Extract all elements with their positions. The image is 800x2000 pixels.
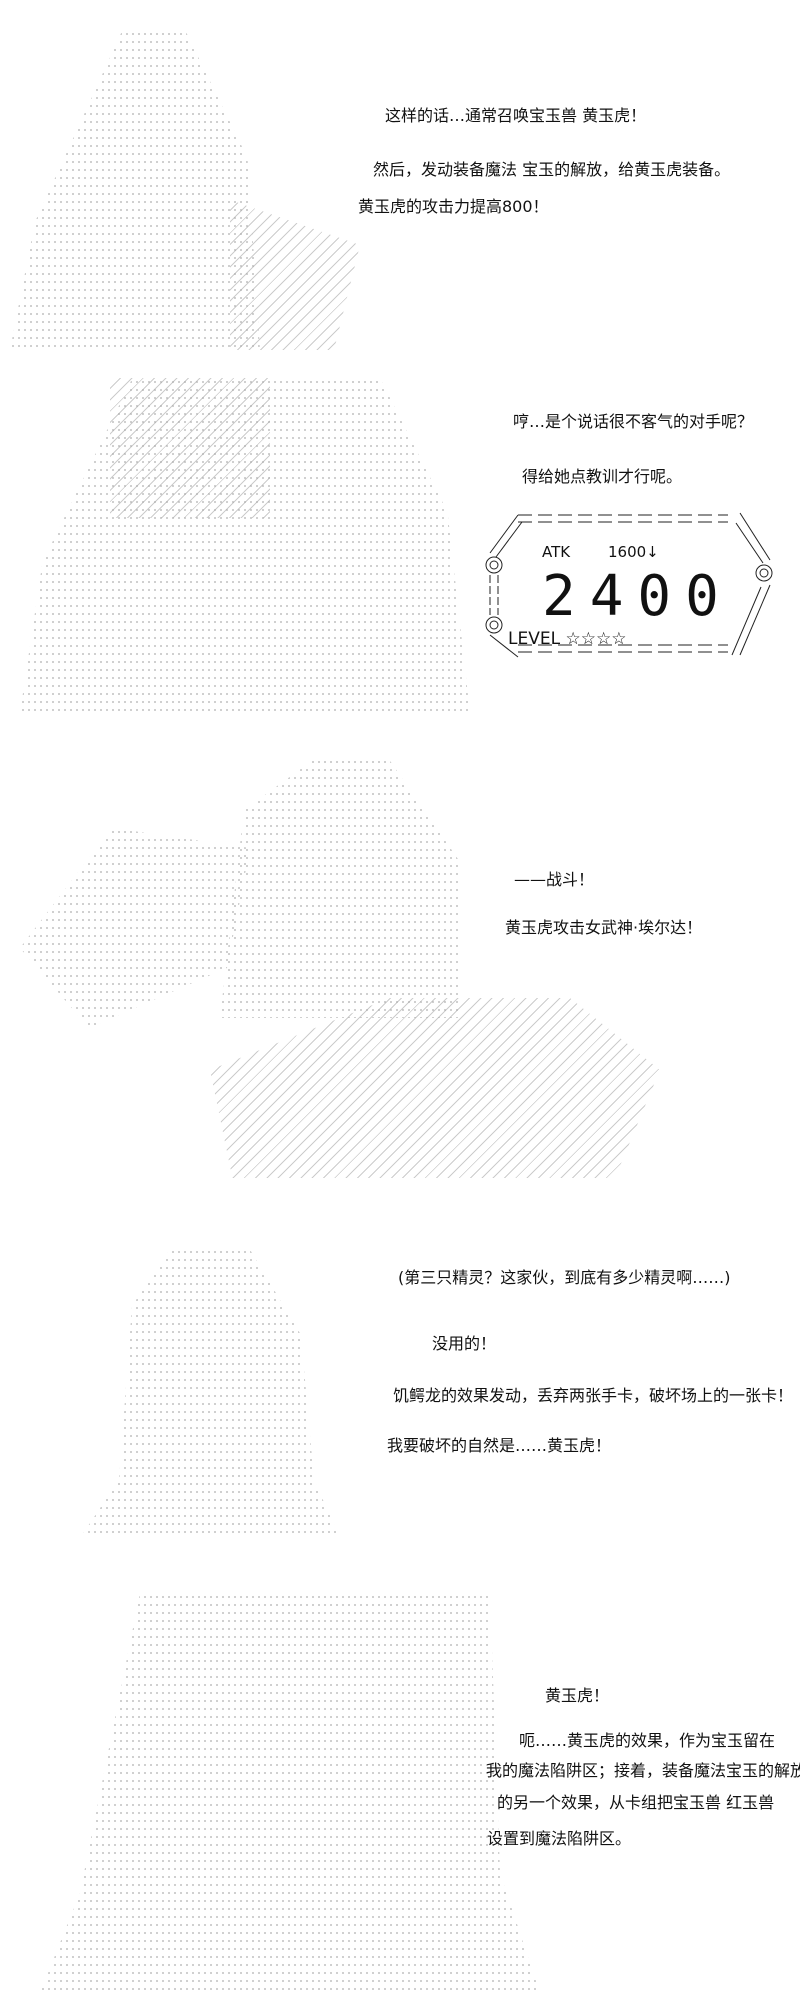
ascii-art-monster <box>20 828 250 1028</box>
dialogue-line: 没用的！ <box>432 1334 497 1353</box>
dialogue-line: 黄玉虎攻击女武神·埃尔达！ <box>505 918 703 937</box>
ascii-art-character <box>40 1593 540 1993</box>
panel-3: ——战斗！ 黄玉虎攻击女武神·埃尔达！ <box>0 748 800 1200</box>
dialogue-line: 黄玉虎的攻击力提高800！ <box>358 197 549 216</box>
dialogue-line: 我的魔法陷阱区；接着，装备魔法宝玉的解放 <box>486 1761 800 1780</box>
panel-1: 这样的话…通常召唤宝玉兽 黄玉虎！ 然后，发动装备魔法 宝玉的解放，给黄玉虎装备… <box>0 0 800 360</box>
dialogue-line: 哼…是个说话很不客气的对手呢？ <box>513 412 754 431</box>
atk-label: ATK <box>542 543 571 561</box>
dialogue-line: ——战斗！ <box>514 870 595 889</box>
level-text: LEVEL <box>508 629 561 649</box>
dialogue-line: 黄玉虎！ <box>545 1686 610 1705</box>
atk-original-value: 1600↓ <box>608 543 659 561</box>
ascii-art-character <box>10 30 260 350</box>
level-label: LEVEL ☆☆☆☆ <box>508 629 626 649</box>
dialogue-line: 设置到魔法陷阱区。 <box>487 1829 632 1848</box>
dialogue-line: 得给她点教训才行呢。 <box>522 467 683 486</box>
ascii-art-weapon <box>110 378 270 518</box>
monster-stat-card: ATK 1600↓ 2400 LEVEL ☆☆☆☆ <box>478 505 778 665</box>
dialogue-line: 的另一个效果，从卡组把宝玉兽 红玉兽 <box>497 1793 775 1812</box>
panel-4: (第三只精灵？这家伙，到底有多少精灵啊……) 没用的！ 饥鳄龙的效果发动，丢弃两… <box>0 1238 800 1538</box>
atk-value: 2400 <box>542 564 733 629</box>
dialogue-line: (第三只精灵？这家伙，到底有多少精灵啊……) <box>398 1268 731 1287</box>
dialogue-line: 然后，发动装备魔法 宝玉的解放，给黄玉虎装备。 <box>373 160 731 179</box>
dialogue-line: 我要破坏的自然是……黄玉虎！ <box>387 1436 612 1455</box>
level-stars: ☆☆☆☆ <box>565 629 627 649</box>
ascii-art-attack-effect <box>210 998 660 1178</box>
ascii-art-character <box>220 758 460 1018</box>
dialogue-line: 饥鳄龙的效果发动，丢弃两张手卡，破坏场上的一张卡！ <box>393 1386 794 1405</box>
ascii-art-arm <box>230 200 360 350</box>
panel-5: 黄玉虎！ 呃……黄玉虎的效果，作为宝玉留在 我的魔法陷阱区；接着，装备魔法宝玉的… <box>0 1573 800 2000</box>
dialogue-line: 呃……黄玉虎的效果，作为宝玉留在 <box>519 1731 776 1750</box>
dialogue-line: 这样的话…通常召唤宝玉兽 黄玉虎！ <box>385 106 647 125</box>
panel-2: 哼…是个说话很不客气的对手呢？ 得给她点教训才行呢。 <box>0 368 800 723</box>
ascii-art-character <box>80 1248 340 1538</box>
card-frame <box>485 512 773 658</box>
